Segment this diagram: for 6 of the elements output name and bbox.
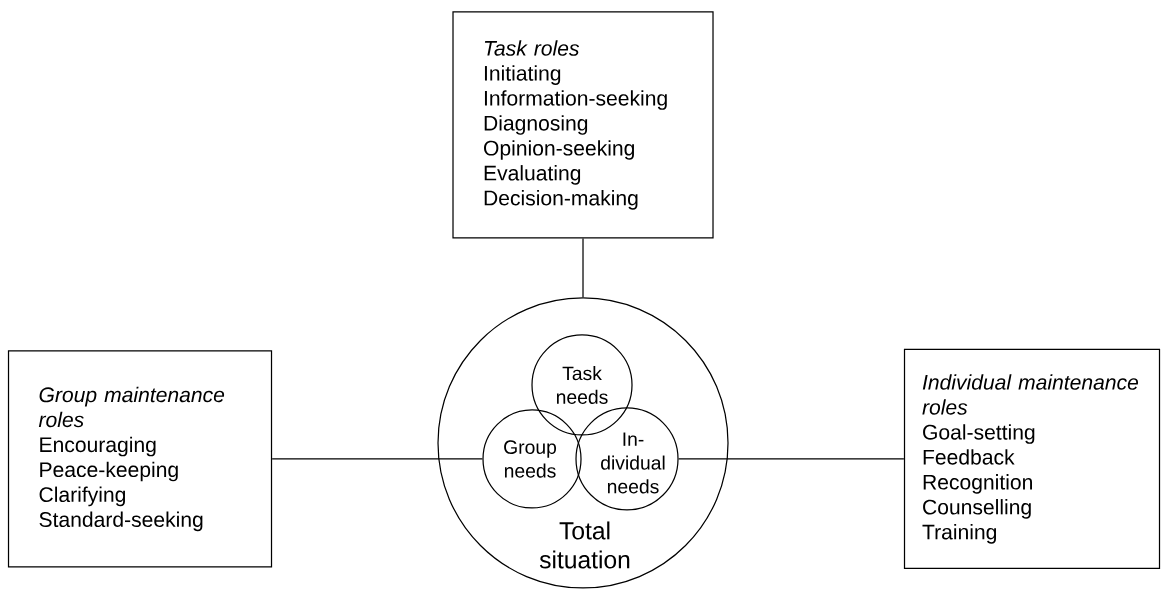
connector-line	[271, 458, 483, 460]
connector-line	[582, 238, 584, 298]
connector-line	[678, 458, 905, 460]
role-box: Task roles Initiating Information-seeking Diagnosing Opinion-seeking Evaluating Decision-making	[452, 11, 714, 239]
role-box: Group maintenance roles Encouraging Peace-keeping Clarifying Standard-seeking	[7, 350, 273, 568]
role-box: Individual maintenance roles Goal-setting Feedback Recognition Counselling Training	[903, 348, 1161, 570]
